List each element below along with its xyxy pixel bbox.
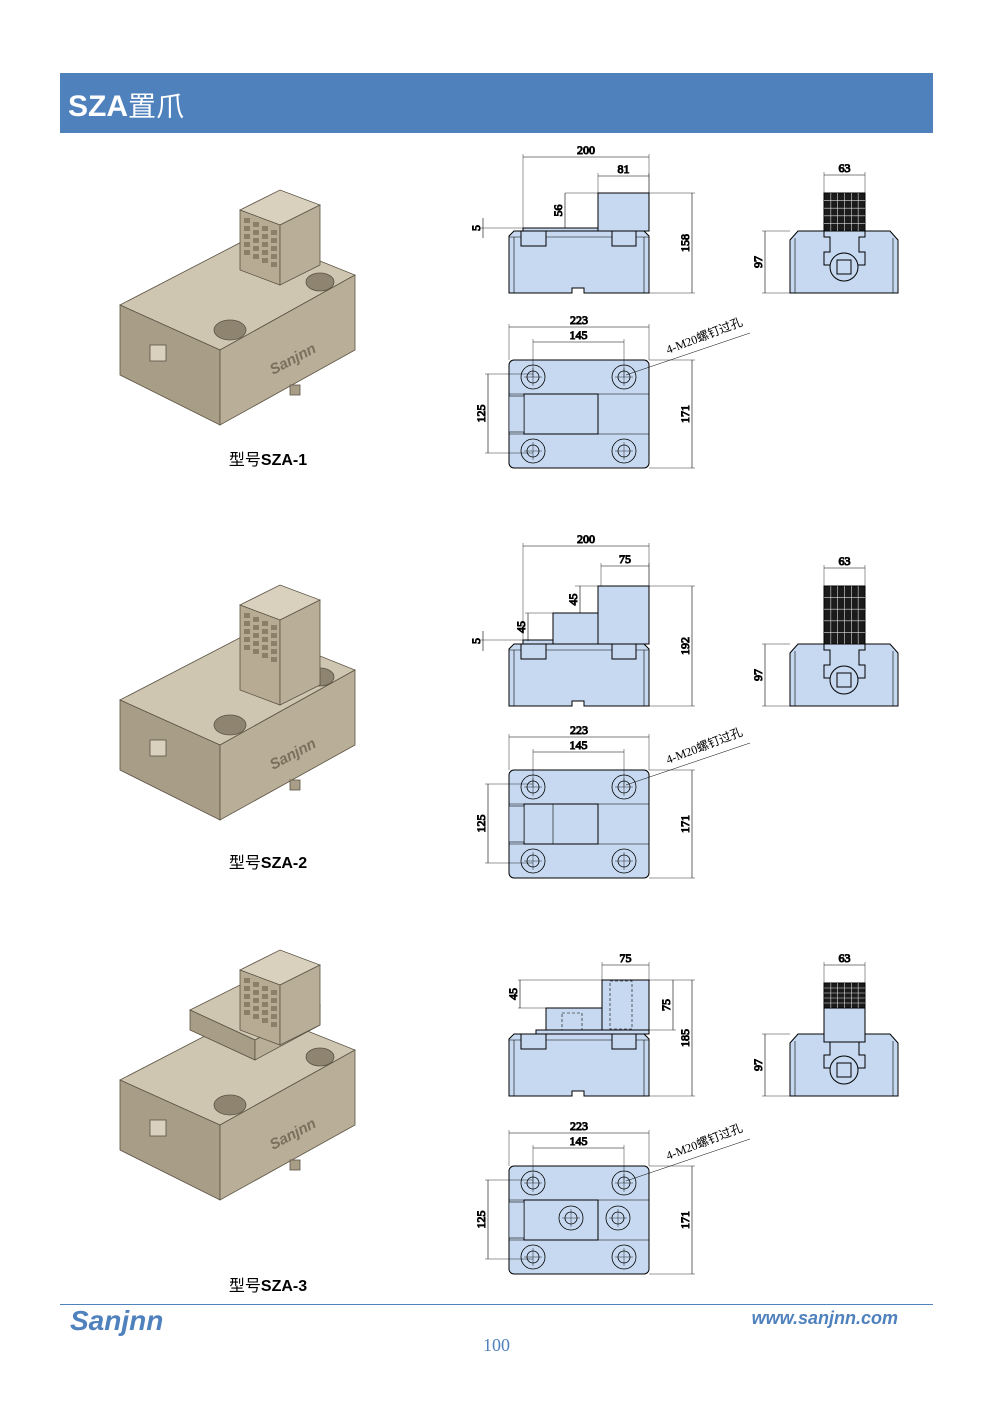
dim-height: 185 xyxy=(678,1029,692,1047)
front-view xyxy=(508,979,650,1097)
top-view xyxy=(508,769,650,879)
model-number: SZA-2 xyxy=(260,855,308,872)
footer-divider xyxy=(60,1304,933,1305)
model-prefix: 型号 xyxy=(228,452,261,469)
dim-depth: 171 xyxy=(678,1211,692,1229)
product-3d-image: Sanjnn xyxy=(119,949,356,1201)
dim-step: 45 xyxy=(506,988,520,1000)
title-chinese: 置爪 xyxy=(128,90,185,123)
model-caption: 型号SZA-1 xyxy=(168,446,368,470)
dim-overall-width: 200 xyxy=(577,532,595,546)
model-number: SZA-1 xyxy=(260,452,308,469)
page-number: 100 xyxy=(483,1335,510,1355)
dim-hole-spacing-y: 125 xyxy=(474,815,488,833)
dim-depth: 171 xyxy=(678,405,692,423)
dim-height: 158 xyxy=(678,234,692,252)
footer-website-link[interactable]: www.sanjnn.com xyxy=(751,1308,898,1328)
dim-hole-spacing-x: 145 xyxy=(570,328,588,342)
hole-note: 4-M20螺钉过孔 xyxy=(664,725,744,767)
dim-height: 192 xyxy=(678,637,692,655)
title-latin: SZA xyxy=(68,90,128,123)
dim-step: 45 xyxy=(566,594,580,606)
dim-side-width: 63 xyxy=(839,951,851,965)
top-view xyxy=(508,1165,650,1275)
side-view xyxy=(789,1007,899,1097)
dim-hole-spacing-y: 125 xyxy=(474,405,488,423)
dim-hole-spacing-y: 125 xyxy=(474,1211,488,1229)
model-prefix: 型号 xyxy=(228,855,261,872)
product-3d-image: Sanjnn xyxy=(119,189,356,426)
dim-gap: 5 xyxy=(470,225,483,231)
dim-side-width: 63 xyxy=(839,161,851,175)
hole-note: 4-M20螺钉过孔 xyxy=(664,1121,744,1163)
dim-gap: 5 xyxy=(470,638,483,644)
top-view xyxy=(508,359,650,469)
title-banner: SZA置爪 xyxy=(60,73,933,133)
dim-jaw-width: 81 xyxy=(618,162,630,176)
dim-hole-spacing-x: 145 xyxy=(570,738,588,752)
dim-side-width: 63 xyxy=(839,554,851,568)
dim-side-height: 97 xyxy=(751,256,765,268)
dim-length: 223 xyxy=(570,723,588,737)
front-view xyxy=(508,192,650,294)
page-title: SZA置爪 xyxy=(68,85,184,125)
dim-jaw-height: 75 xyxy=(659,999,673,1011)
dim-length: 223 xyxy=(570,1119,588,1133)
model-number: SZA-3 xyxy=(260,1278,308,1295)
model-caption: 型号SZA-2 xyxy=(168,849,368,873)
dim-jaw-width: 75 xyxy=(619,552,631,566)
side-view xyxy=(789,230,899,294)
dim-hole-spacing-x: 145 xyxy=(570,1134,588,1148)
dim-length: 223 xyxy=(570,313,588,327)
dim-side-height: 97 xyxy=(751,1059,765,1071)
side-view xyxy=(789,643,899,707)
front-view xyxy=(508,585,650,707)
footer-brand-logo: Sanjnn xyxy=(70,1305,164,1336)
dim-lower-step: 45 xyxy=(514,621,528,633)
dim-overall-width: 200 xyxy=(577,143,595,157)
dim-side-height: 97 xyxy=(751,669,765,681)
model-prefix: 型号 xyxy=(228,1278,261,1295)
model-caption: 型号SZA-3 xyxy=(168,1272,368,1296)
dim-step: 56 xyxy=(551,205,565,217)
hole-note: 4-M20螺钉过孔 xyxy=(664,315,744,357)
dim-jaw-width: 75 xyxy=(620,951,632,965)
dim-depth: 171 xyxy=(678,815,692,833)
product-3d-image: Sanjnn xyxy=(119,584,356,821)
